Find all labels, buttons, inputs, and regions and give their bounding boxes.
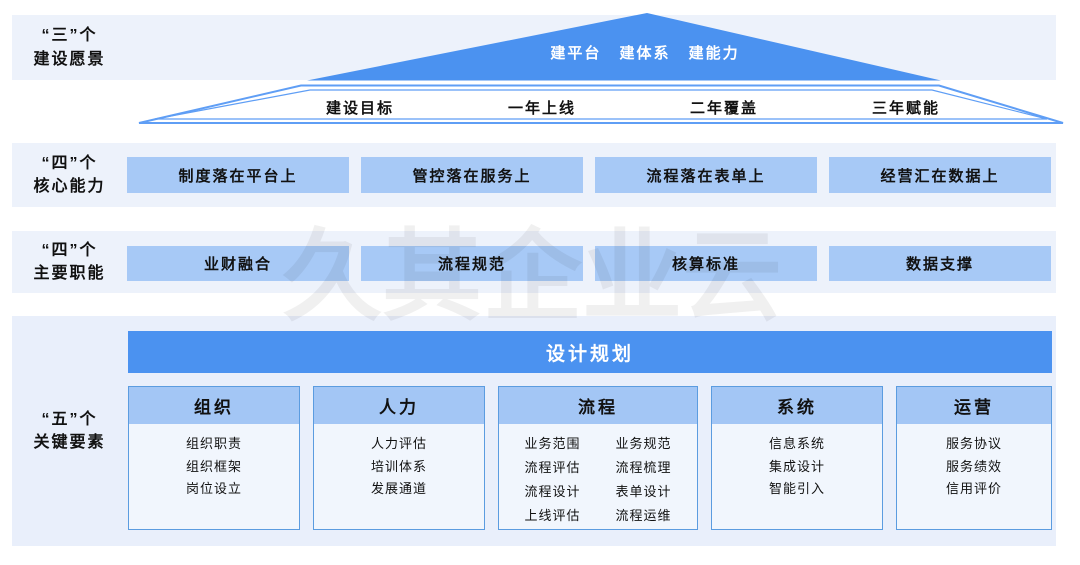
functions-pill-row: 业财融合 流程规范 核算标准 数据支撑 — [127, 246, 1051, 281]
function-pill-4: 数据支撑 — [829, 246, 1051, 281]
capabilities-pill-row: 制度落在平台上 管控落在服务上 流程落在表单上 经营汇在数据上 — [127, 157, 1051, 193]
list-item: 表单设计 — [615, 484, 672, 499]
list-item: 上线评估 — [524, 508, 581, 523]
capability-pill-3: 流程落在表单上 — [595, 157, 817, 193]
capability-pill-1: 制度落在平台上 — [127, 157, 349, 193]
column-hr-body: 人力评估 培训体系 发展通道 — [314, 424, 484, 529]
column-organization-body: 组织职责 组织框架 岗位设立 — [129, 424, 299, 529]
elements-columns: 组织 组织职责 组织框架 岗位设立 人力 人力评估 培训体系 发展通道 流程 — [128, 386, 1052, 530]
functions-label-line1: “四”个 — [41, 241, 98, 259]
column-process-title: 流程 — [499, 387, 697, 424]
column-system-body: 信息系统 集成设计 智能引入 — [712, 424, 882, 529]
list-item: 业务范围 — [524, 436, 581, 451]
column-hr-title: 人力 — [314, 387, 484, 424]
list-item: 流程设计 — [524, 484, 581, 499]
functions-label-line2: 主要职能 — [33, 265, 106, 282]
list-item: 信用评价 — [945, 481, 1002, 496]
list-item: 服务绩效 — [945, 458, 1002, 474]
column-system-title: 系统 — [712, 387, 882, 424]
capability-pill-2: 管控落在服务上 — [361, 157, 583, 193]
elements-side-label: “五”个 关键要素 — [12, 316, 127, 546]
section-core-capabilities: “四”个 核心能力 制度落在平台上 管控落在服务上 流程落在表单上 经营汇在数据… — [12, 143, 1056, 207]
list-item: 发展通道 — [370, 481, 427, 496]
list-item: 组织框架 — [185, 458, 242, 474]
capability-pill-4: 经营汇在数据上 — [829, 157, 1051, 193]
goal-item-3: 二年覆盖 — [689, 100, 759, 117]
function-pill-2: 流程规范 — [361, 246, 583, 281]
function-pill-3: 核算标准 — [595, 246, 817, 281]
list-item: 集成设计 — [768, 458, 825, 474]
capabilities-label-line1: “四”个 — [41, 154, 98, 172]
list-item: 信息系统 — [768, 436, 825, 451]
list-item: 组织职责 — [185, 436, 242, 451]
pyramid-slogan: 建平台 建体系 建能力 — [550, 45, 740, 62]
section-main-functions: “四”个 主要职能 业财融合 流程规范 核算标准 数据支撑 — [12, 231, 1056, 293]
column-operation-title: 运营 — [897, 387, 1051, 424]
column-operation-body: 服务协议 服务绩效 信用评价 — [897, 424, 1051, 529]
column-process: 流程 业务范围 业务规范 流程评估 流程梳理 流程设计 表单设计 上线评估 流程… — [498, 386, 698, 530]
function-pill-1: 业财融合 — [127, 246, 349, 281]
list-item: 智能引入 — [768, 481, 825, 496]
functions-side-label: “四”个 主要职能 — [12, 231, 127, 293]
column-organization: 组织 组织职责 组织框架 岗位设立 — [128, 386, 300, 530]
section-vision: “三”个 建设愿景 — [12, 15, 1056, 80]
goal-item-1: 建设目标 — [325, 100, 395, 117]
column-hr: 人力 人力评估 培训体系 发展通道 — [313, 386, 485, 530]
list-item: 流程评估 — [524, 460, 581, 475]
list-item: 流程梳理 — [615, 460, 672, 475]
list-item: 人力评估 — [370, 436, 427, 451]
vision-label-line1: “三”个 — [41, 27, 98, 45]
capabilities-side-label: “四”个 核心能力 — [12, 143, 127, 207]
vision-side-label: “三”个 建设愿景 — [12, 15, 127, 80]
goal-item-2: 一年上线 — [507, 100, 577, 117]
list-item: 岗位设立 — [185, 481, 242, 496]
list-item: 流程运维 — [615, 508, 672, 523]
elements-label-line2: 关键要素 — [33, 434, 106, 451]
column-system: 系统 信息系统 集成设计 智能引入 — [711, 386, 883, 530]
capabilities-label-line2: 核心能力 — [33, 178, 106, 195]
vision-label-line2: 建设愿景 — [33, 50, 106, 68]
list-item: 培训体系 — [370, 458, 427, 474]
goal-item-4: 三年赋能 — [871, 100, 941, 117]
column-organization-title: 组织 — [129, 387, 299, 424]
column-operation: 运营 服务协议 服务绩效 信用评价 — [896, 386, 1052, 530]
elements-label-line1: “五”个 — [41, 410, 98, 428]
column-process-body: 业务范围 业务规范 流程评估 流程梳理 流程设计 表单设计 上线评估 流程运维 — [499, 424, 697, 529]
section-key-elements: “五”个 关键要素 设计规划 组织 组织职责 组织框架 岗位设立 人力 人力评估… — [12, 316, 1056, 546]
list-item: 业务规范 — [615, 436, 672, 451]
list-item: 服务协议 — [945, 436, 1002, 451]
design-planning-banner: 设计规划 — [128, 331, 1052, 373]
